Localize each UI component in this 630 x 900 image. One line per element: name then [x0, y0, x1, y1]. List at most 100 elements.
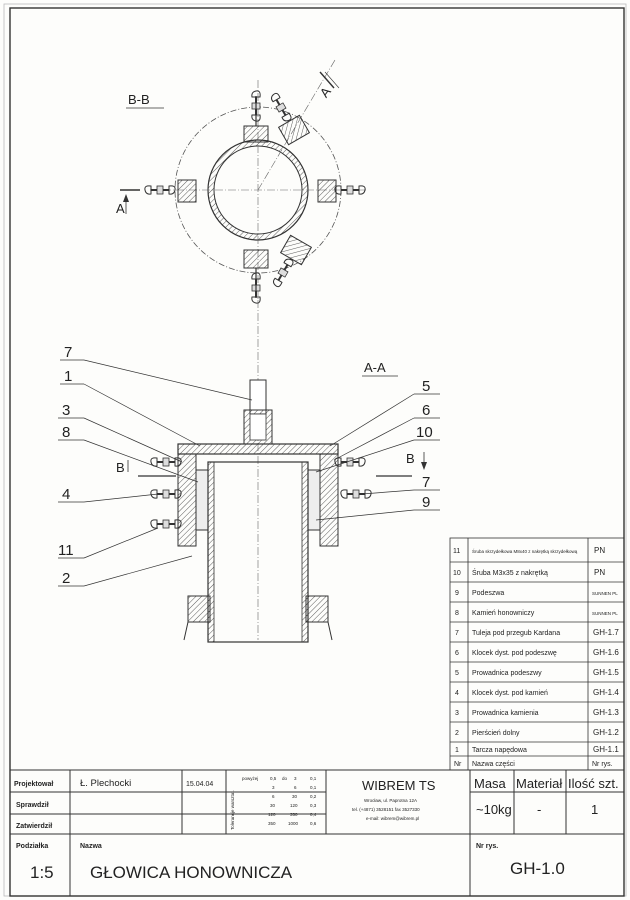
callout-left-11: 11	[58, 542, 74, 559]
cut-marker-a-right: A	[317, 84, 334, 100]
podzialka-label: Podziałka	[16, 843, 48, 850]
drawing-date: 15.04.04	[186, 781, 213, 788]
title-block-grid	[9, 769, 625, 897]
part-nr-3: 3	[455, 710, 459, 717]
part-ref-6: GH-1.6	[593, 648, 619, 657]
part-name-2: Pierścień dolny	[472, 730, 520, 737]
drawing-name: GŁOWICA HONOWNICZA	[90, 863, 293, 882]
section-aa-view: A-A B B	[58, 300, 440, 643]
masa-value: ~10kg	[476, 802, 512, 817]
drawing-number: GH-1.0	[510, 859, 565, 878]
company-phone: tel. (+4871) 3528151 fax 3527330	[352, 807, 420, 812]
material-value: -	[537, 802, 541, 817]
part-ref-2: GH-1.2	[593, 728, 619, 737]
cut-marker-b-right: B	[406, 451, 415, 466]
part-ref-10: PN	[594, 568, 605, 577]
cut-marker-a-left: A	[116, 201, 125, 216]
part-name-10: Śruba M3x35 z nakrętką	[472, 568, 548, 577]
company-name: WIBREM TS	[362, 778, 436, 793]
part-ref-5: GH-1.5	[593, 668, 619, 677]
tol-3-3: 120	[290, 803, 298, 808]
part-nr-9: 9	[455, 590, 459, 597]
tol-1-1: 3	[272, 785, 275, 790]
part-name-3: Prowadnica kamienia	[472, 710, 539, 717]
part-nr-5: 5	[455, 670, 459, 677]
tol-1-3: 6	[294, 785, 297, 790]
callout-right-9: 9	[422, 494, 430, 511]
tol-5-4: 0,6	[310, 821, 317, 826]
callout-right-6: 6	[422, 402, 430, 419]
zatwierdzil-label: Zatwierdził	[16, 823, 52, 830]
part-nr-7: 7	[455, 630, 459, 637]
tol-5-3: 1000	[288, 821, 299, 826]
ilosc-value: 1	[591, 802, 598, 817]
sprawdzil-label: Sprawdził	[16, 802, 49, 809]
part-ref-11: PN	[594, 546, 605, 555]
tol-2-1: 6	[272, 794, 275, 799]
material-label: Materiał	[516, 776, 562, 791]
section-aa-label: A-A	[364, 360, 386, 375]
part-ref-8: SUNNEN PL	[592, 611, 618, 616]
part-name-11: Śruba skrzydełkowa M8x40 z nakrętką skrz…	[472, 547, 578, 554]
tolerance-table: powyżej 0,5 do 3 0,1 3 6 0,1 6 30 0,2 30…	[242, 776, 317, 826]
part-name-7: Tuleja pod przegub Kardana	[472, 630, 560, 637]
part-nr-11: 11	[453, 548, 460, 555]
section-bb-label: B-B	[128, 92, 150, 107]
part-name-5: Prowadnica podeszwy	[472, 670, 542, 677]
callout-left-1: 1	[64, 368, 72, 385]
tol-0-1: 0,5	[270, 776, 277, 781]
podzialka-value: 1:5	[30, 863, 54, 882]
tol-2-3: 30	[292, 794, 298, 799]
part-ref-9: SUNNEN PL	[592, 591, 618, 596]
part-name-1: Tarcza napędowa	[472, 747, 527, 754]
part-nr-2: 2	[455, 730, 459, 737]
tol-0-0: powyżej	[242, 776, 258, 781]
masa-label: Masa	[474, 776, 507, 791]
part-name-4: Klocek dyst. pod kamień	[472, 690, 548, 697]
tol-2-4: 0,2	[310, 794, 317, 799]
callout-left-8: 8	[62, 424, 70, 441]
projektowal-label: Projektował	[14, 781, 53, 788]
parts-header-name: Nazwa części	[472, 761, 515, 768]
company-address: Wrocław, ul. Paprotna 12A	[364, 798, 417, 803]
tol-4-4: 0,4	[310, 812, 317, 817]
part-ref-7: GH-1.7	[593, 628, 619, 637]
part-nr-8: 8	[455, 610, 459, 617]
part-nr-10: 10	[453, 570, 461, 577]
callout-left-4: 4	[62, 486, 70, 503]
tol-5-1: 350	[268, 821, 276, 826]
cut-marker-b-left: B	[116, 460, 125, 475]
part-ref-4: GH-1.4	[593, 688, 619, 697]
part-name-9: Podeszwa	[472, 590, 504, 597]
callout-left-7: 7	[64, 344, 72, 361]
part-nr-1: 1	[455, 747, 459, 754]
callout-left-2: 2	[62, 570, 70, 587]
tol-4-1: 120	[268, 812, 276, 817]
company-email: e-mail: wibrem@wibrem.pl	[366, 816, 419, 821]
callout-right-7: 7	[422, 474, 430, 491]
part-name-6: Klocek dyst. pod podeszwę	[472, 650, 557, 657]
part-ref-1: GH-1.1	[593, 745, 619, 754]
part-nr-6: 6	[455, 650, 459, 657]
parts-header-ref: Nr rys.	[592, 761, 613, 768]
ilosc-label: Ilość szt.	[568, 776, 619, 791]
parts-list-table	[449, 537, 625, 771]
callout-right-5: 5	[422, 378, 430, 395]
tol-0-4: 0,1	[310, 776, 317, 781]
parts-header-nr: Nr	[454, 761, 462, 768]
section-bb-view: B-B A A	[116, 59, 367, 305]
projektowal-value: Ł. Plechocki	[80, 778, 131, 789]
tolerance-label: Tolerancje warsztat.	[230, 790, 235, 830]
tol-3-1: 30	[270, 803, 276, 808]
tol-0-3: 3	[294, 776, 297, 781]
parts-list-text: 11 Śruba skrzydełkowa M8x40 z nakrętką s…	[453, 546, 619, 768]
tol-4-3: 350	[290, 812, 298, 817]
tol-0-2: do	[282, 776, 288, 781]
nr-rys-label: Nr rys.	[476, 843, 498, 850]
part-name-8: Kamień honowniczy	[472, 610, 535, 617]
callout-left-3: 3	[62, 402, 70, 419]
tol-1-4: 0,1	[310, 785, 317, 790]
part-nr-4: 4	[455, 690, 459, 697]
